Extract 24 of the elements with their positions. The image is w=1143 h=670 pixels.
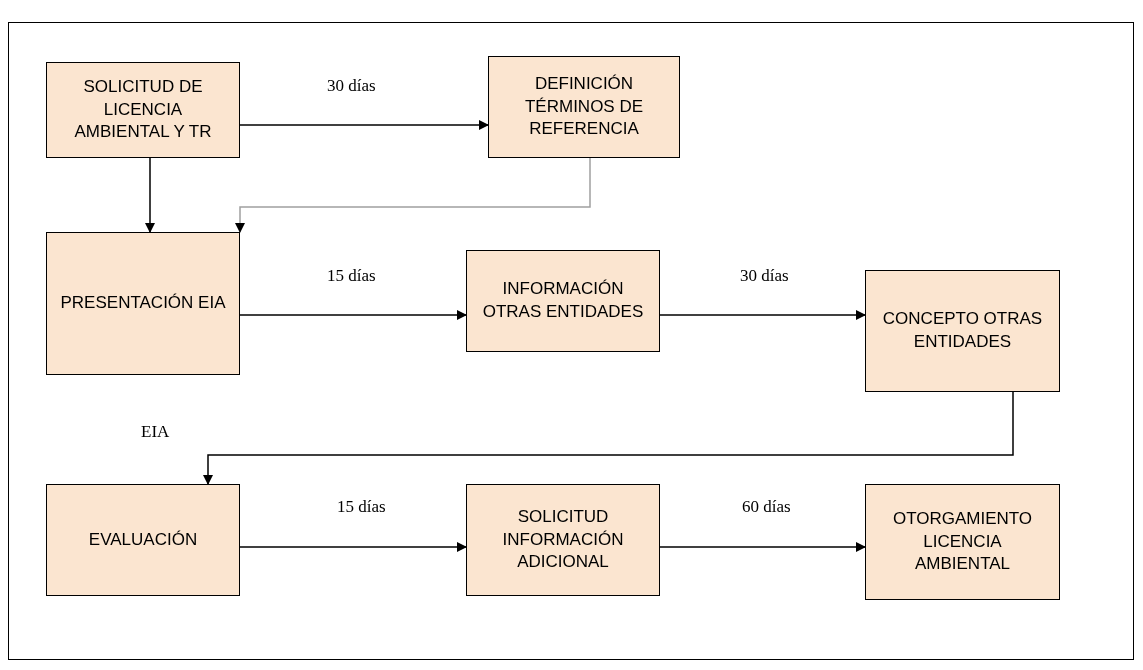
arrow (145, 157, 155, 233)
arrow (239, 542, 467, 552)
box-text: CONCEPTO OTRAS ENTIDADES (881, 308, 1044, 353)
box-text: SOLICITUD INFORMACIÓN ADICIONAL (501, 505, 625, 574)
process-box (466, 484, 660, 596)
box-text: PRESENTACIÓN EIA (60, 292, 226, 315)
process-box (466, 250, 660, 352)
process-box (865, 270, 1060, 392)
arrow (239, 310, 467, 320)
process-box (46, 232, 240, 375)
process-box (46, 62, 240, 158)
process-box (46, 484, 240, 596)
box-text: EVALUACIÓN (88, 528, 198, 551)
process-box (488, 56, 680, 158)
arrow (239, 120, 489, 130)
arrow (659, 310, 866, 320)
box-text: SOLICITUD DE LICENCIA AMBIENTAL Y TR (73, 75, 213, 144)
box-text: DEFINICIÓN TÉRMINOS DE REFERENCIA (523, 72, 645, 141)
arrow (659, 542, 866, 552)
box-text: OTORGAMIENTO LICENCIA AMBIENTAL (891, 507, 1034, 576)
process-box (865, 484, 1060, 600)
box-text: INFORMACIÓN OTRAS ENTIDADES (481, 278, 645, 323)
arrow (235, 157, 591, 233)
arrow (203, 391, 1014, 485)
